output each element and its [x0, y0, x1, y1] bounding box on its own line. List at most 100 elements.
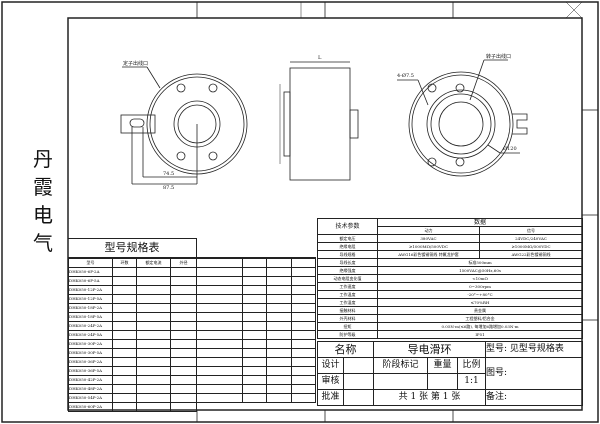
company-name: 丹霞电气 [33, 147, 53, 255]
model-row: DHK050-18P-2A [68, 303, 197, 313]
model-table-right-grid [196, 258, 317, 403]
model-row: DHK050-12P-5A [68, 294, 197, 304]
model-row: DHK050-30P-5A [68, 348, 197, 358]
spec-param: 额定电压 [317, 234, 378, 243]
spec-row: 外壳材料工程塑料/铝合金 [317, 314, 584, 323]
model-row-right [196, 258, 317, 268]
spec-param: 接触材料 [317, 306, 378, 315]
approve-label: 批准 [317, 389, 344, 406]
spec-power: 380VAC [377, 234, 480, 243]
model-name: DHK050-18P-5A [68, 312, 113, 322]
rotor-outlet-label: 转子出线口 [486, 54, 512, 60]
spec-power: ≥1000MΩ/500VDC [377, 242, 480, 251]
front-view [120, 66, 248, 185]
model-table-title: 型号规格表 [68, 239, 196, 258]
spec-value: 贵金属 [376, 306, 584, 315]
spec-param: 工作速度 [317, 282, 378, 291]
model-row-right [196, 348, 317, 358]
scale-value: 1:1 [457, 373, 486, 390]
spec-param: 外壳材料 [317, 314, 378, 323]
model-name: DHK050-54P-2A [68, 393, 113, 403]
spec-value: 标准500mm [376, 258, 584, 267]
spec-param: 扭矩 [317, 322, 378, 331]
model-row: DHK050-36P-2A [68, 357, 197, 367]
spec-param: 工作温度 [317, 290, 378, 299]
spec-row: 工作温度-20°~+80°C [317, 290, 584, 299]
model-row: DHK050-18P-5A [68, 312, 197, 322]
holes-label: 4-Ø7.5 [397, 73, 414, 79]
model-name: DHK050-60P-2A [68, 402, 113, 412]
model-row-right [196, 267, 317, 277]
spec-param: 绝缘强度 [317, 266, 378, 275]
col-model: 型号 [68, 258, 113, 268]
model-name: DHK050-12P-5A [68, 294, 113, 304]
stage-label: 阶段标记 [373, 357, 428, 374]
spec-signal: AWG22彩色镀锡铜线 [478, 250, 584, 259]
model-row: DHK050-60P-2A [68, 402, 197, 412]
spec-signal: ≥1000MΩ/500VDC [478, 242, 584, 251]
col-od: 外径 [170, 258, 197, 268]
col-current: 额定电流 [136, 258, 171, 268]
spec-param: 动态电阻变化值 [317, 274, 378, 283]
model-row-right [196, 321, 317, 331]
model-name: DHK050-24P-5A [68, 330, 113, 340]
model-row: DHK050-24P-2A [68, 321, 197, 331]
model-row-right [196, 393, 317, 403]
spec-value: <10mΩ [376, 274, 584, 283]
model-name: DHK050-6P-5A [68, 276, 113, 286]
check-label: 审核 [317, 373, 344, 390]
spec-header-data: 数据 [376, 218, 584, 227]
col-circuits: 环数 [112, 258, 137, 268]
model-table-right [196, 257, 317, 403]
name-label: 名称 [317, 341, 374, 358]
model-row: DHK050-48P-2A [68, 384, 197, 394]
model-row: DHK050-30P-2A [68, 339, 197, 349]
model-name: DHK050-42P-2A [68, 375, 113, 385]
model-row-right [196, 384, 317, 394]
model-row: DHK050-36P-5A [68, 366, 197, 376]
spec-row: 动态电阻变化值<10mΩ [317, 274, 584, 283]
name-value: 导电滑环 [373, 341, 486, 358]
spec-value: ≤70%RH [376, 298, 584, 307]
model-row-right [196, 339, 317, 349]
spec-value: IP51 [376, 330, 584, 339]
model-name: DHK050-18P-2A [68, 303, 113, 313]
model-row: DHK050-6P-5A [68, 276, 197, 286]
model-name: DHK050-30P-5A [68, 348, 113, 358]
model-row-right [196, 294, 317, 304]
model-row: DHK050-6P-2A [68, 267, 197, 277]
spec-value: 0~300rpm [376, 282, 584, 291]
sheet-count: 共 1 张 第 1 张 [373, 389, 486, 406]
spec-param: 导线长度 [317, 258, 378, 267]
spec-param: 导线规格 [317, 250, 378, 259]
spec-col-power: 动力 [377, 226, 480, 235]
spec-value: -20°~+80°C [376, 290, 584, 299]
model-name: DHK050-24P-2A [68, 321, 113, 331]
design-label: 设计 [317, 357, 344, 374]
model-row: DHK050-54P-2A [68, 393, 197, 403]
model-row-right [196, 285, 317, 295]
model-name: DHK050-48P-2A [68, 384, 113, 394]
spec-value: 工程塑料/铝合金 [376, 314, 584, 323]
model-row-right [196, 366, 317, 376]
frame-ticks [196, 1, 598, 422]
side-view [279, 61, 359, 181]
spec-row: 导线长度标准500mm [317, 258, 584, 267]
dim-length: L [318, 55, 322, 61]
spec-param: 防护等级 [317, 330, 378, 339]
model-name: DHK050-6P-2A [68, 267, 113, 277]
scale-label: 比例 [457, 357, 486, 374]
dim-diameter: Ø120 [503, 146, 517, 152]
model-row-right [196, 312, 317, 322]
spec-param: 工作湿度 [317, 298, 378, 307]
